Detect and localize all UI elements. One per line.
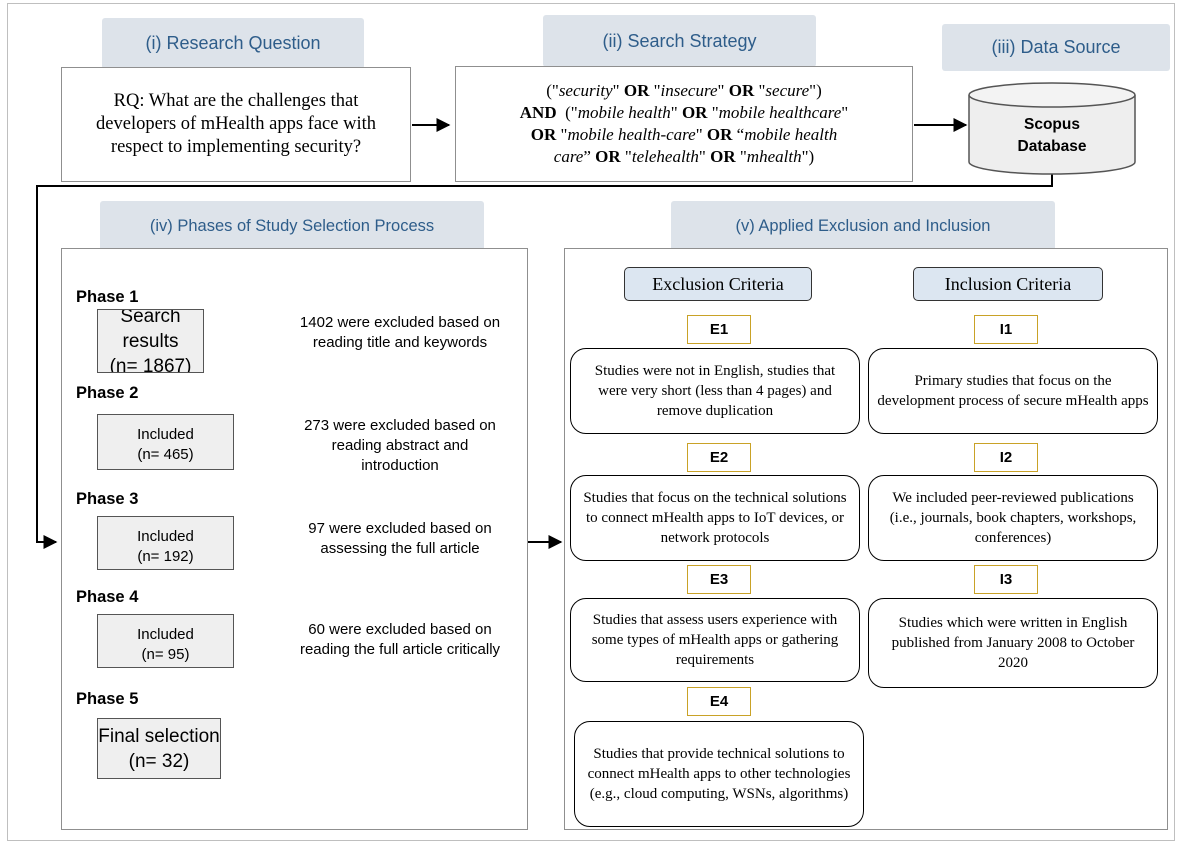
phase-2-box: Included (n= 465) xyxy=(97,414,234,470)
phase-label-1: Phase 1 xyxy=(76,288,139,306)
phase-3-excluded: 97 were excluded based on assessing the … xyxy=(308,520,492,557)
header-phases: (iv) Phases of Study Selection Process xyxy=(100,201,484,251)
database-label: Scopus Database xyxy=(1017,116,1087,155)
code-i1: I1 xyxy=(974,315,1038,344)
research-question-box: RQ: What are the challenges that develop… xyxy=(61,67,411,182)
search-strategy-box: ("security" OR "insecure" OR "secure") A… xyxy=(455,66,913,182)
outer-frame xyxy=(7,3,1175,841)
phase-4-excluded: 60 were excluded based on reading the fu… xyxy=(299,621,501,658)
inclusion-i3-text: Studies which were written in English pu… xyxy=(868,598,1158,688)
header-search-strategy: (ii) Search Strategy xyxy=(543,15,816,67)
phase-label-2: Phase 2 xyxy=(76,384,139,402)
code-i3: I3 xyxy=(974,565,1038,594)
arrow-db-to-phases xyxy=(36,172,1053,549)
phase-3-box: Included (n= 192) xyxy=(97,516,234,570)
code-e2: E2 xyxy=(687,443,751,472)
exclusion-e4-text: Studies that provide technical solutions… xyxy=(574,721,864,827)
code-e4: E4 xyxy=(687,687,751,716)
inclusion-criteria-header: Inclusion Criteria xyxy=(913,267,1103,301)
inclusion-i2-text: We included peer-reviewed publications (… xyxy=(868,475,1158,561)
phase-4-box: Included (n= 95) xyxy=(97,614,234,668)
header-criteria: (v) Applied Exclusion and Inclusion xyxy=(671,201,1055,251)
phase-5-box: Final selection (n= 32) xyxy=(97,718,221,779)
phase-label-3: Phase 3 xyxy=(76,490,139,508)
code-e1: E1 xyxy=(687,315,751,344)
phase-label-5: Phase 5 xyxy=(76,690,139,708)
search-query: ("security" OR "insecure" OR "secure") A… xyxy=(519,81,849,166)
phase-1-box: Search results (n= 1867) xyxy=(97,309,204,373)
header-research-question: (i) Research Question xyxy=(102,18,364,69)
phase-1-excluded: 1402 were excluded based on reading titl… xyxy=(299,314,501,351)
inclusion-i1-text: Primary studies that focus on the develo… xyxy=(868,348,1158,434)
exclusion-e2-text: Studies that focus on the technical solu… xyxy=(570,475,860,561)
phase-label-4: Phase 4 xyxy=(76,588,139,606)
research-question-text: RQ: What are the challenges that develop… xyxy=(96,91,376,157)
code-e3: E3 xyxy=(687,565,751,594)
exclusion-e3-text: Studies that assess users experience wit… xyxy=(570,598,860,682)
exclusion-criteria-header: Exclusion Criteria xyxy=(624,267,812,301)
header-data-source: (iii) Data Source xyxy=(942,24,1170,71)
exclusion-e1-text: Studies were not in English, studies tha… xyxy=(570,348,860,434)
database-cylinder xyxy=(968,95,1136,175)
code-i2: I2 xyxy=(974,443,1038,472)
phase-2-excluded: 273 were excluded based on reading abstr… xyxy=(304,417,496,474)
